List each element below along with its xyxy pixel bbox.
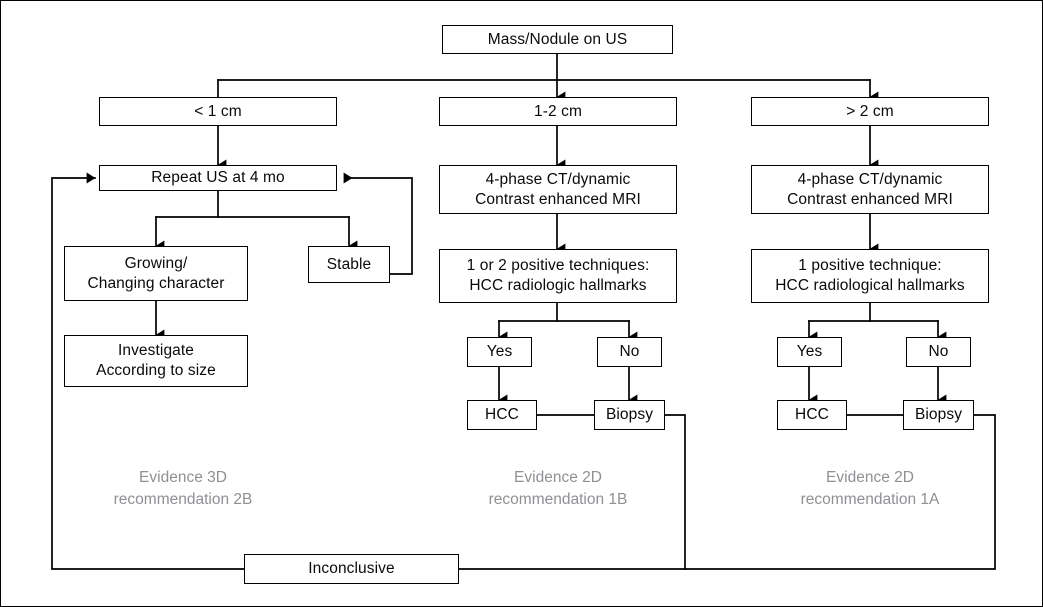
node-hcc-mid[interactable]: HCC [467,400,537,430]
node-biopsy-large[interactable]: Biopsy [903,400,974,430]
node-biopsy-mid[interactable]: Biopsy [594,400,665,430]
node-yes-mid[interactable]: Yes [467,337,532,367]
note-middle: Evidence 2D recommendation 1B [488,469,628,508]
node-hcc-large[interactable]: HCC [777,400,847,430]
node-inconclusive[interactable]: Inconclusive [244,554,459,584]
node-criteria-large[interactable]: 1 positive technique: HCC radiological h… [751,249,989,303]
node-stable[interactable]: Stable [308,246,390,283]
node-no-large[interactable]: No [906,337,971,367]
node-repeat-us[interactable]: Repeat US at 4 mo [99,165,337,191]
node-investigate[interactable]: Investigate According to size [64,335,248,387]
note-left: Evidence 3D recommendation 2B [113,469,253,508]
node-size-small[interactable]: < 1 cm [99,97,337,126]
node-imaging-mid[interactable]: 4-phase CT/dynamic Contrast enhanced MRI [439,165,677,214]
note-right: Evidence 2D recommendation 1A [800,469,940,508]
node-size-large[interactable]: > 2 cm [751,97,989,126]
node-yes-large[interactable]: Yes [777,337,842,367]
node-growing[interactable]: Growing/ Changing character [64,246,248,301]
node-imaging-large[interactable]: 4-phase CT/dynamic Contrast enhanced MRI [751,165,989,214]
node-no-mid[interactable]: No [597,337,662,367]
node-root[interactable]: Mass/Nodule on US [442,25,673,54]
node-criteria-mid[interactable]: 1 or 2 positive techniques: HCC radiolog… [439,249,677,303]
node-size-mid[interactable]: 1-2 cm [439,97,677,126]
